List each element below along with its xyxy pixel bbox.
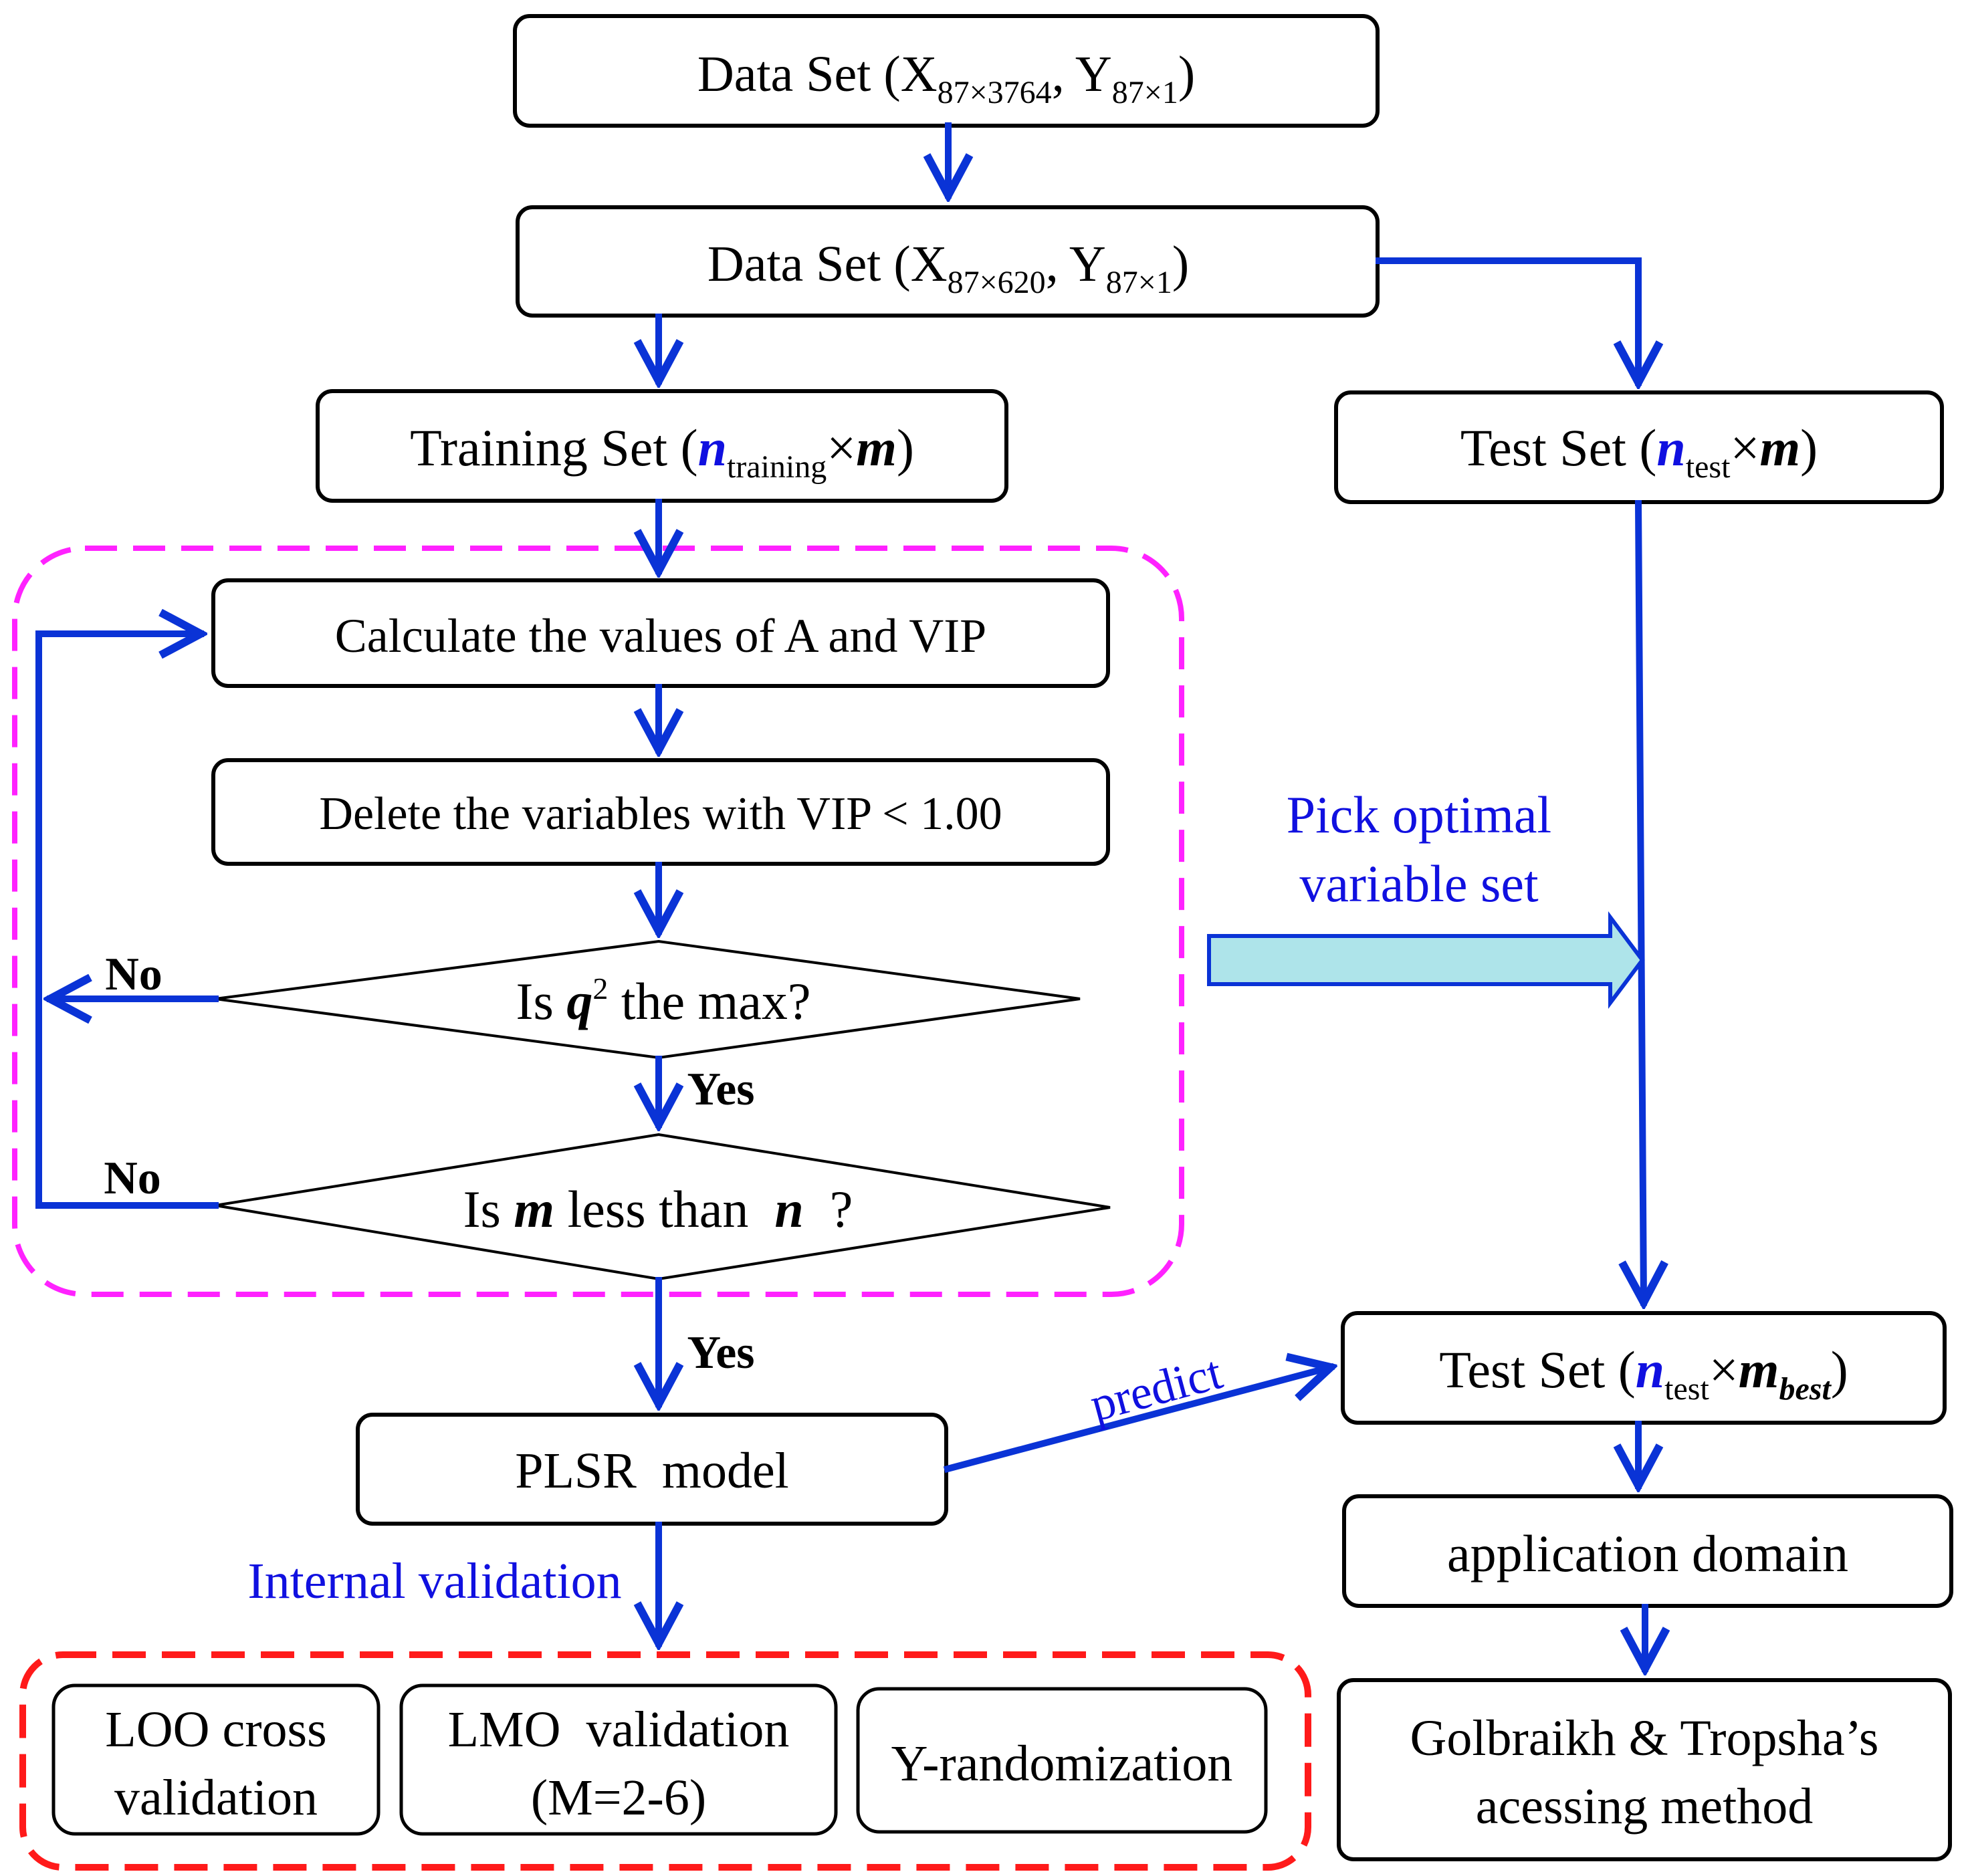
node-m-decision-diamond [215,1133,1111,1281]
label-pick-optimal-line2: variable set [1299,854,1539,913]
node-m-decision-label: Is m less than n ? [463,1180,853,1238]
pick-optimal-block-arrow [1207,911,1645,1009]
node-training-set-label: Training Set (ntraining×m) [410,419,914,485]
edge-reduced-to-test [1376,257,1638,382]
node-golbraikh-box [1337,1678,1952,1861]
node-golbraikh-line2: acessing method [1476,1778,1813,1835]
node-dataset-full-label: Data Set (X87×3764, Y87×1) [697,46,1195,110]
node-plsr-model-label: PLSR model [515,1443,789,1499]
edge-test-to-test-best [1638,499,1644,1302]
label-pick-optimal-line1: Pick optimal [1287,786,1551,844]
node-lmo-box [399,1683,838,1836]
node-test-set-best-box [1341,1311,1947,1425]
node-q2-decision-diamond [215,939,1081,1060]
node-delete-vars-label: Delete the variables with VIP < 1.00 [319,788,1002,840]
edge-plsr-predict [943,1367,1331,1474]
label-predict: predict [1085,1345,1228,1431]
node-calc-vip-label: Calculate the values of A and VIP [335,609,986,663]
node-q2-decision-label: Is q2 the max? [516,971,810,1030]
node-lmo-line2: (M=2-6) [531,1770,706,1826]
label-no-q2: No [105,949,162,1000]
node-loo-line1: LOO cross [105,1702,326,1758]
node-application-domain-label: application domain [1447,1524,1848,1582]
label-yes-q2: Yes [687,1064,754,1115]
node-loo-line2: validation [114,1770,318,1826]
validation-group-border [19,1651,1311,1871]
label-no-m: No [104,1153,161,1204]
node-test-set-best-label: Test Set (ntest×mbest) [1439,1340,1848,1407]
node-dataset-reduced-label: Data Set (X87×620, Y87×1) [707,236,1189,300]
node-y-random-box [856,1687,1268,1834]
loop-group-border [12,546,1184,1297]
node-lmo-line1: LMO validation [448,1702,790,1758]
node-test-set-label: Test Set (ntest×m) [1460,419,1818,485]
label-yes-m: Yes [687,1327,754,1379]
node-y-random-label: Y-randomization [891,1736,1233,1792]
edge-m-no-loop [35,634,219,1209]
node-loo-box [51,1683,380,1836]
label-internal-validation: Internal validation [247,1553,621,1609]
node-golbraikh-line1: Golbraikh & Tropsha’s [1410,1710,1879,1766]
